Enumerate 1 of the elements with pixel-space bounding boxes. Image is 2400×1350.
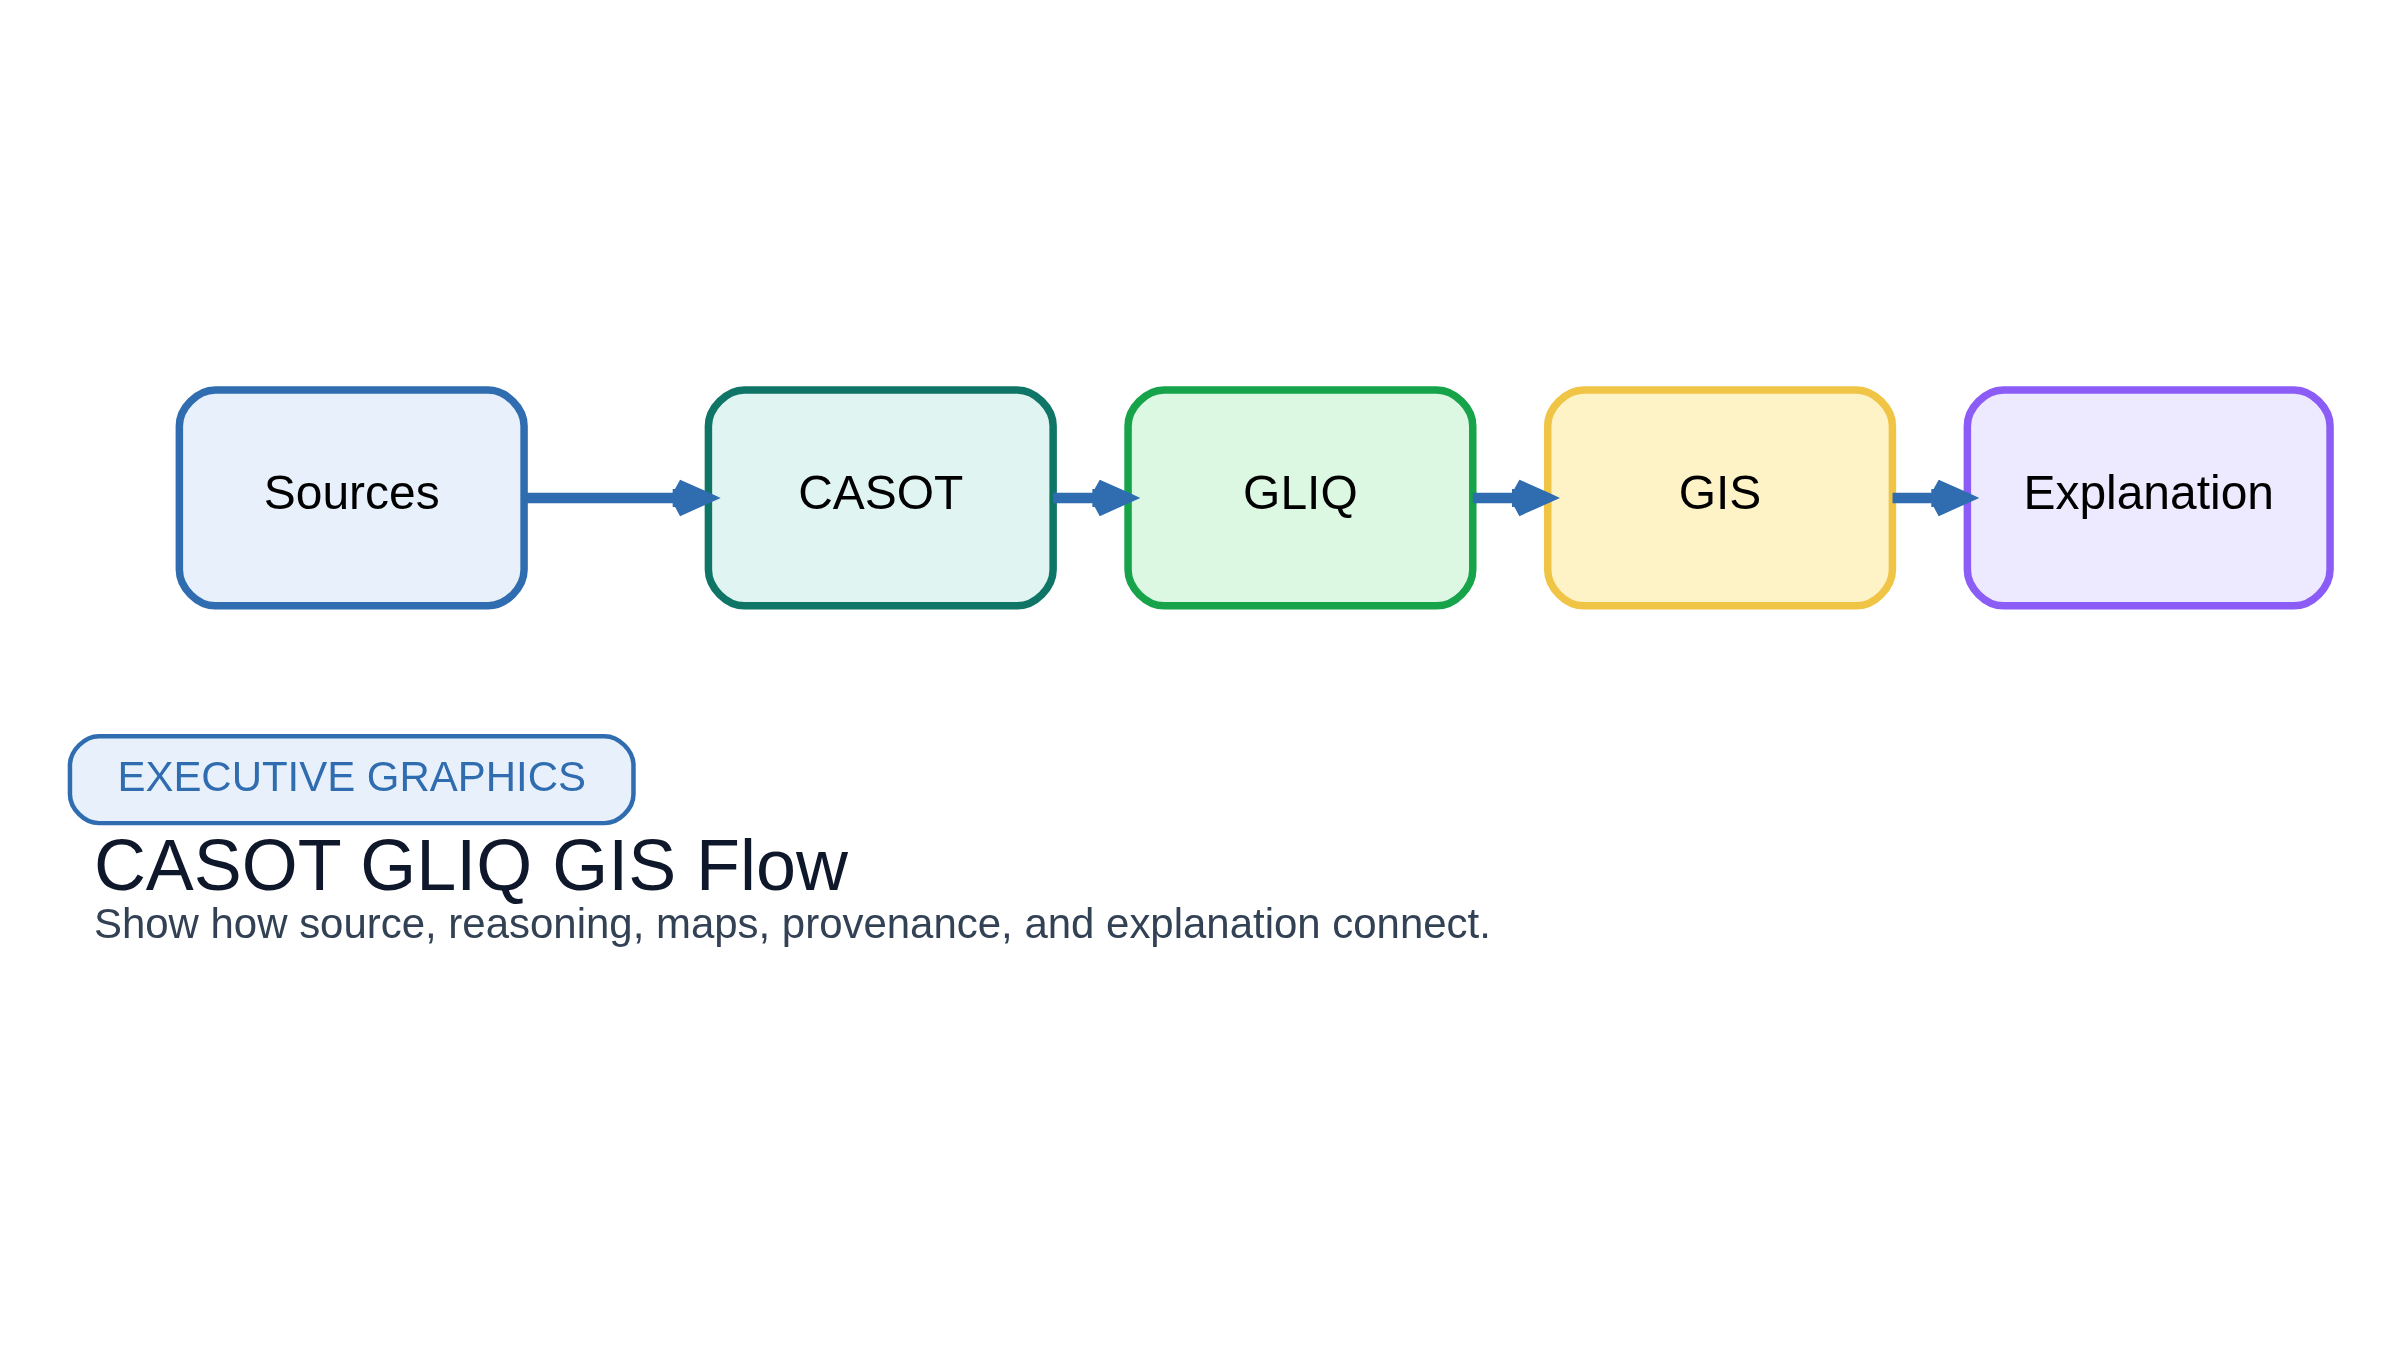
label: EXECUTIVE GRAPHICS — [117, 752, 586, 800]
